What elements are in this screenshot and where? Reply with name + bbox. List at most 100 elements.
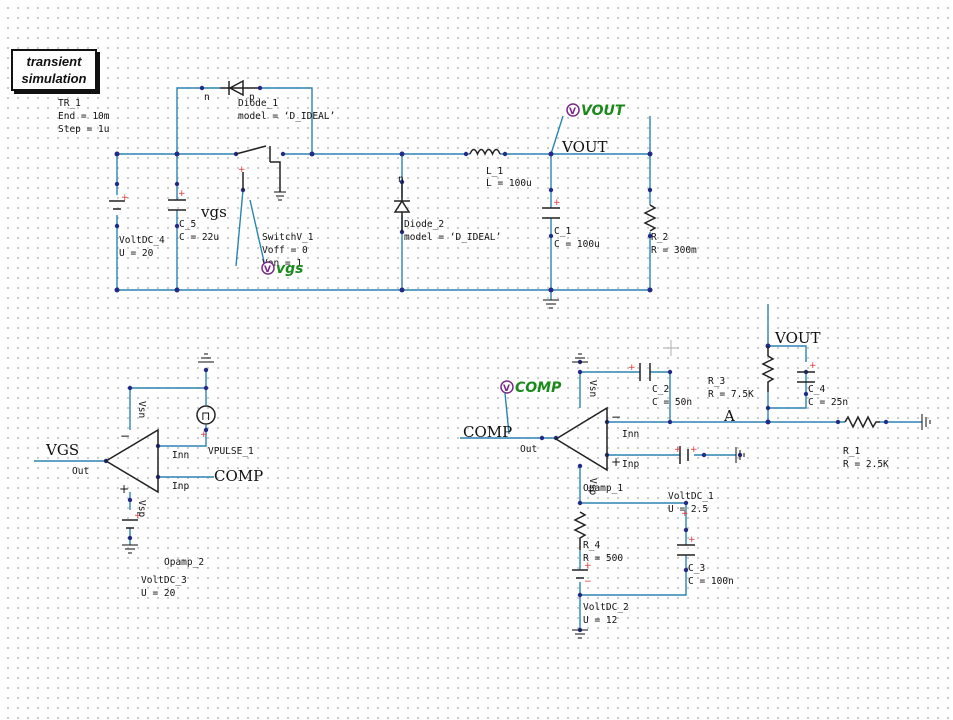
probe-comp[interactable]: V COMP — [500, 380, 562, 435]
svg-text:+: + — [809, 361, 817, 371]
svg-text:+: + — [688, 535, 696, 545]
voltdc2-battery[interactable]: + − — [572, 561, 592, 587]
c2-name: C_2 — [652, 384, 669, 395]
ground-error-amp-right — [921, 414, 931, 430]
r4-value: R = 500 — [583, 553, 623, 564]
vpulse-source[interactable]: ⊓ + — [196, 405, 216, 440]
c5-capacitor[interactable]: + — [168, 189, 186, 211]
probe-vout[interactable]: V VOUT — [566, 103, 626, 119]
diode1-name: Diode_1 — [238, 98, 278, 109]
r4-resistor[interactable] — [573, 511, 587, 550]
opamp1-triangle[interactable]: − + — [554, 406, 621, 472]
switch-symbol[interactable]: + — [235, 145, 286, 201]
analysis-step: Step = 1u — [58, 124, 109, 135]
svg-text:−: − — [611, 410, 621, 424]
svg-text:+: + — [584, 561, 592, 571]
diode2-pin: n — [398, 174, 404, 185]
opamp1-pin-inp: Inp — [622, 459, 639, 470]
c1-capacitor[interactable]: + — [542, 198, 561, 219]
net-label-comp-right: COMP — [463, 423, 512, 441]
voltdc4-battery[interactable]: + — [109, 193, 129, 210]
diode2-value: model = ‘D_IDEAL’ — [404, 232, 501, 243]
voltdc3-battery[interactable]: + — [122, 511, 142, 529]
analysis-end: End = 10m — [58, 111, 110, 122]
title-block[interactable]: transient simulation — [11, 49, 97, 91]
switch-voff: Voff = 0 — [262, 245, 308, 256]
net-label-a: A — [723, 407, 735, 425]
probe-badge-vout: V — [569, 107, 576, 117]
r1-value: R = 2.5K — [843, 459, 889, 470]
opamp2-pin-vsn: Vsn — [136, 401, 147, 418]
net-label-vgs-upper: VGS — [45, 441, 79, 459]
l1-value: L = 100u — [486, 178, 532, 189]
probe-vgs[interactable]: V vgs — [261, 261, 303, 277]
r2-resistor[interactable] — [643, 204, 657, 232]
opamp2-pin-inn: Inn — [172, 450, 189, 461]
ground-error-amp-top — [572, 353, 588, 363]
svg-text:+: + — [611, 455, 621, 469]
switch-name: SwitchV_1 — [262, 232, 314, 243]
svg-text:+: + — [121, 193, 129, 203]
opamp1-name: Opamp_1 — [583, 483, 623, 494]
voltdc1-value: U = 2.5 — [668, 504, 708, 515]
opamp2-triangle[interactable]: − + — [104, 428, 159, 496]
r2-name: R_2 — [651, 232, 668, 243]
title-block-text: transient simulation — [21, 54, 87, 86]
probe-vout-label: VOUT — [581, 103, 626, 119]
probe-vgs-label: vgs — [276, 261, 303, 277]
opamp1-pin-vsp: Vsp — [587, 478, 598, 495]
svg-text:+: + — [628, 363, 636, 373]
l1-name: L_1 — [486, 166, 503, 177]
ground-error-amp-bottom — [572, 629, 588, 639]
r3-resistor[interactable] — [761, 346, 775, 392]
c1-value: C = 100u — [554, 239, 600, 250]
voltdc1-name: VoltDC_1 — [668, 491, 714, 502]
c4-capacitor[interactable]: + — [797, 361, 817, 383]
svg-text:+: + — [134, 511, 142, 521]
probe-badge-vgs: V — [264, 265, 271, 275]
voltdc1-battery[interactable]: + — [681, 509, 689, 519]
diode2-symbol[interactable] — [393, 182, 411, 232]
r1-name: R_1 — [843, 446, 860, 457]
power-stage-wires — [116, 87, 651, 300]
c4-name: C_4 — [808, 384, 825, 395]
power-stage-labels: TR_1 End = 10m Step = 1u VoltDC_4 U = 20… — [58, 92, 697, 269]
svg-text:+: + — [690, 445, 698, 455]
c2-capacitor[interactable]: + — [628, 363, 651, 381]
switch-von: Von = 1 — [262, 258, 302, 269]
r4-name: R_4 — [583, 540, 600, 551]
voltdc3-value: U = 20 — [141, 588, 176, 599]
c1-name: C_1 — [554, 226, 571, 237]
analysis-name: TR_1 — [58, 98, 81, 109]
vpulse-name: VPULSE_1 — [208, 446, 254, 457]
c3-capacitor[interactable]: + — [677, 535, 696, 556]
net-label-vout: VOUT — [561, 138, 608, 156]
diode2-name: Diode_2 — [404, 219, 444, 230]
opamp2-pin-vsp: Vsp — [136, 500, 147, 517]
svg-text:+: + — [119, 482, 129, 496]
svg-text:+: + — [674, 445, 682, 455]
l1-inductor[interactable] — [469, 148, 501, 156]
inp-battery[interactable]: + + — [674, 445, 698, 464]
diode1-pin-p: p — [249, 92, 255, 103]
svg-text:+: + — [238, 165, 246, 175]
ground-power-stage — [543, 299, 559, 309]
opamp1-pin-inn: Inn — [622, 429, 639, 440]
net-label-vout2: VOUT — [774, 329, 821, 347]
diode1-value: model = ‘D_IDEAL’ — [238, 111, 335, 122]
net-label-comp-left: COMP — [214, 467, 263, 485]
r1-resistor[interactable] — [844, 415, 880, 429]
ground-error-amp-inp — [735, 447, 745, 463]
voltdc4-value: U = 20 — [119, 248, 154, 259]
svg-text:+: + — [553, 198, 561, 208]
diode1-symbol[interactable] — [220, 79, 258, 97]
power-stage-junctions — [114, 85, 653, 293]
r3-name: R_3 — [708, 376, 725, 387]
c3-name: C_3 — [688, 563, 705, 574]
error-amp-junctions — [539, 343, 889, 633]
voltdc3-name: VoltDC_3 — [141, 575, 187, 586]
opamp2-pin-inp: Inp — [172, 481, 189, 492]
c3-value: C = 100n — [688, 576, 734, 587]
opamp2-pin-out: Out — [72, 466, 89, 477]
